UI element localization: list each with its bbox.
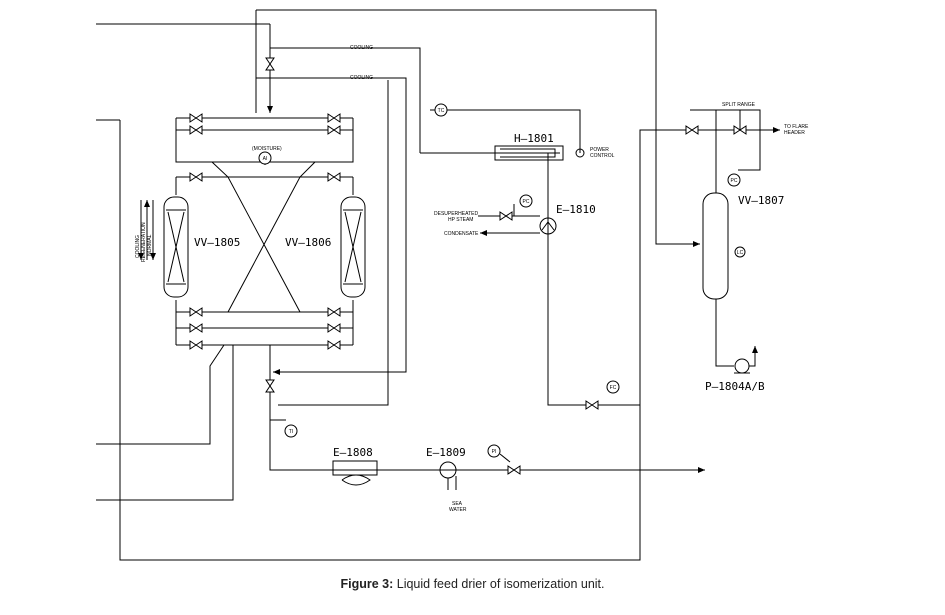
tag-e1808: E–1808: [333, 446, 373, 459]
heater-h1801: [494, 145, 564, 161]
label-moisture: (MOISTURE): [252, 146, 282, 152]
tag-p1804: P–1804A/B: [705, 380, 765, 393]
instrument-ai: [258, 151, 272, 165]
label-desup-2: HP STEAM: [448, 217, 473, 223]
instrument-fc: [606, 380, 620, 394]
instrument-pi-label: PI: [492, 449, 497, 455]
side-label-cooling: COOLING: [135, 235, 141, 258]
instrument-pc-vessel: [727, 173, 741, 187]
tag-vv1805: VV–1805: [194, 236, 240, 249]
side-label-regeneration: REGENERATION: [141, 222, 147, 262]
tag-h1801: H–1801: [514, 132, 554, 145]
tag-e1810: E–1810: [556, 203, 596, 216]
label-power-2: CONTROL: [590, 153, 615, 159]
label-flare-2: HEADER: [784, 130, 805, 136]
air-cooler-e1808: [332, 460, 378, 476]
instrument-ti: [284, 424, 298, 438]
vessel-vv1807: [702, 192, 729, 300]
caption-label: Figure 3:: [340, 577, 394, 591]
instrument-ti-label: TI: [289, 429, 293, 435]
tag-e1809: E–1809: [426, 446, 466, 459]
label-desup-1: DESUPERHEATED: [434, 211, 478, 217]
instrument-tc-label: TC: [438, 108, 445, 114]
instrument-pi: [487, 444, 501, 458]
label-sea-2: WATER: [449, 507, 467, 513]
caption-text: Liquid feed drier of isomerization unit.: [396, 577, 605, 591]
pid-diagram: AI TC PC PC LC FC TI PI COOLING COOLING …: [96, 9, 809, 561]
label-cooling-top: COOLING: [350, 45, 373, 51]
instrument-pc-vessel-label: PC: [731, 178, 738, 184]
instrument-ai-label: AI: [263, 156, 268, 162]
instrument-pc: [519, 194, 533, 208]
tag-vv1807: VV–1807: [738, 194, 784, 207]
tag-vv1806: VV–1806: [285, 236, 331, 249]
drier-vessel-right: [340, 196, 366, 298]
instrument-fc-label: FC: [610, 385, 617, 391]
drier-vessel-left: [163, 196, 189, 298]
side-label-normal: NORMAL: [147, 234, 153, 256]
label-power-1: POWER: [590, 147, 609, 153]
instrument-tc: [434, 103, 448, 117]
pump-p1804: [734, 358, 750, 374]
label-flare-1: TO FLARE: [784, 124, 809, 130]
instrument-pc-label: PC: [523, 199, 530, 205]
exchanger-e1810: [539, 217, 557, 235]
instrument-lc-label: LC: [737, 250, 744, 256]
top-header-line: [256, 9, 700, 247]
label-split-range: SPLIT RANGE: [722, 102, 756, 108]
label-sea-1: SEA: [452, 501, 463, 507]
label-condensate: CONDENSATE: [444, 231, 479, 237]
valves: [189, 57, 747, 475]
label-cooling-second: COOLING: [350, 75, 373, 81]
figure-caption: Figure 3: Liquid feed drier of isomeriza…: [0, 577, 945, 591]
